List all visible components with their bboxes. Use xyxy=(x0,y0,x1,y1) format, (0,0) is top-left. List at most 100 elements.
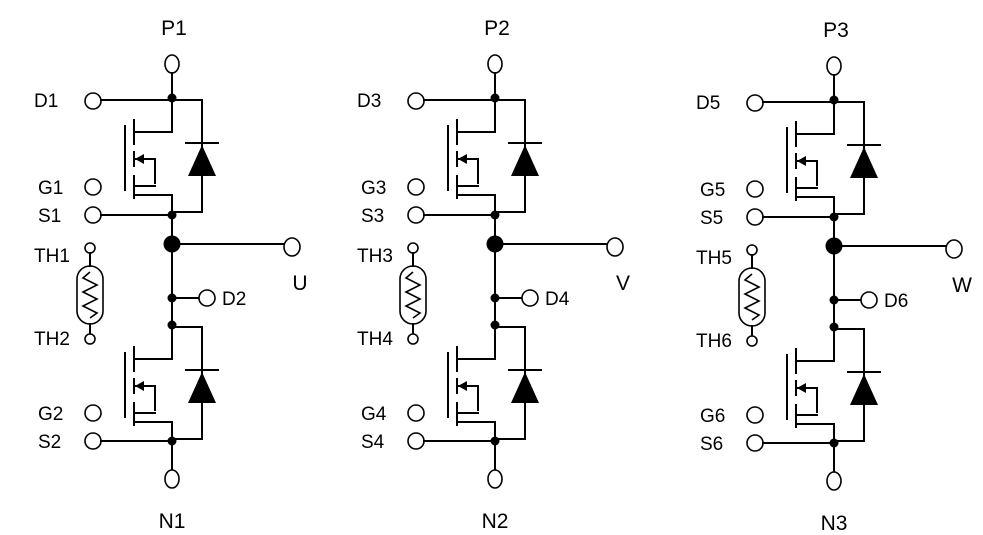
low-gate-terminal xyxy=(84,404,102,422)
output-label: W xyxy=(952,274,972,297)
bottom-rail-terminal xyxy=(164,469,180,489)
drain-sense-terminal xyxy=(407,92,425,110)
freewheel-diode xyxy=(494,99,542,213)
mosfet-switch xyxy=(447,97,496,215)
output-terminal xyxy=(945,239,963,259)
output-terminal xyxy=(606,237,624,257)
source-lead xyxy=(795,196,835,217)
thermistor-bottom-terminal xyxy=(746,335,758,347)
source-sense-label: S1 xyxy=(38,206,61,227)
drain-sense-label: D3 xyxy=(357,91,381,112)
drain-sense-label: D1 xyxy=(34,91,58,112)
drain-sense-terminal xyxy=(84,92,102,110)
gate-label: G5 xyxy=(700,180,725,201)
diode-triangle xyxy=(850,147,878,178)
gate-label: G1 xyxy=(38,178,63,199)
drain-lead xyxy=(795,326,835,362)
body-arrow xyxy=(458,154,467,164)
source-lead xyxy=(133,421,173,442)
diode-triangle xyxy=(188,145,216,176)
thermistor-top-terminal xyxy=(84,242,96,254)
freewheel-diode xyxy=(833,101,881,215)
drain-sense-label: D5 xyxy=(696,93,720,114)
top-rail-label: P3 xyxy=(823,19,849,42)
low-gate-label: G2 xyxy=(38,404,63,425)
low-gate-terminal xyxy=(407,404,425,422)
drain-lead xyxy=(456,324,496,360)
low-source-sense-label: S6 xyxy=(700,434,723,455)
body-lead xyxy=(133,158,156,184)
thermistor-top-label: TH5 xyxy=(696,248,732,269)
diode-triangle xyxy=(511,372,539,403)
low-source-sense-terminal xyxy=(746,434,764,452)
thermistor-bottom-label: TH4 xyxy=(357,329,393,350)
bottom-rail-terminal xyxy=(826,471,842,491)
bottom-rail-label: N2 xyxy=(482,510,509,533)
top-rail-terminal xyxy=(164,54,180,74)
body-lead xyxy=(456,158,479,184)
thermistor xyxy=(399,242,427,345)
diode-triangle xyxy=(850,374,878,405)
thermistor-top-label: TH3 xyxy=(357,246,393,267)
drain-lead xyxy=(133,324,173,360)
thermistor-zigzag xyxy=(81,271,99,319)
output-terminal xyxy=(283,237,301,257)
low-source-sense-terminal xyxy=(407,432,425,450)
body-lead xyxy=(456,385,479,411)
thermistor-bottom-terminal xyxy=(84,333,96,345)
thermistor-zigzag xyxy=(404,271,422,319)
source-sense-label: S5 xyxy=(700,208,723,229)
source-lead xyxy=(795,423,835,444)
mosfet-switch xyxy=(447,324,496,442)
gate-terminal xyxy=(407,178,425,196)
diode-triangle xyxy=(511,145,539,176)
thermistor-top-terminal xyxy=(746,244,758,256)
body-arrow xyxy=(797,156,806,166)
source-lead xyxy=(456,194,496,215)
thermistor-bottom-label: TH6 xyxy=(696,331,732,352)
low-drain-sense-label: D6 xyxy=(884,291,908,312)
source-sense-terminal xyxy=(84,206,102,224)
low-drain-sense-terminal xyxy=(860,291,878,309)
body-lead xyxy=(133,385,156,411)
output-label: U xyxy=(292,272,307,295)
source-sense-label: S3 xyxy=(361,206,384,227)
top-rail-label: P2 xyxy=(484,17,510,40)
bottom-rail-terminal xyxy=(487,469,503,489)
top-rail-terminal xyxy=(826,56,842,76)
source-lead xyxy=(456,421,496,442)
low-gate-terminal xyxy=(746,406,764,424)
source-lead xyxy=(133,194,173,215)
thermistor-top-label: TH1 xyxy=(34,246,70,267)
low-gate-label: G6 xyxy=(700,406,725,427)
drain-lead xyxy=(795,99,835,135)
body-arrow xyxy=(135,154,144,164)
low-source-sense-label: S4 xyxy=(361,432,385,453)
body-lead xyxy=(795,387,818,413)
thermistor-bottom-label: TH2 xyxy=(34,329,70,350)
thermistor xyxy=(738,244,766,347)
low-source-sense-terminal xyxy=(84,432,102,450)
gate-terminal xyxy=(84,178,102,196)
mosfet-switch xyxy=(124,97,173,215)
source-sense-terminal xyxy=(746,208,764,226)
freewheel-diode xyxy=(171,326,219,440)
top-rail-label: P1 xyxy=(161,17,187,40)
freewheel-diode xyxy=(833,328,881,442)
drain-lead xyxy=(456,97,496,133)
body-lead xyxy=(795,160,818,186)
mosfet-switch xyxy=(786,99,835,217)
drain-lead xyxy=(133,97,173,133)
mosfet-switch xyxy=(124,324,173,442)
body-arrow xyxy=(797,383,806,393)
gate-label: G3 xyxy=(361,178,386,199)
mosfet-switch xyxy=(786,326,835,444)
diode-triangle xyxy=(188,372,216,403)
low-source-sense-label: S2 xyxy=(38,432,61,453)
output-label: V xyxy=(616,272,630,295)
thermistor-zigzag xyxy=(743,273,761,321)
